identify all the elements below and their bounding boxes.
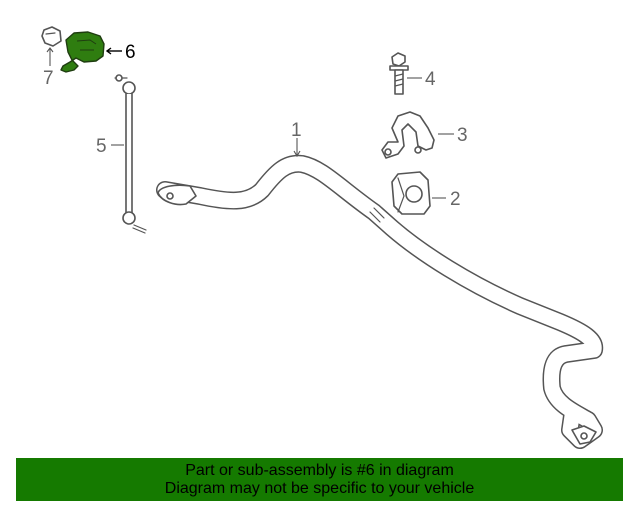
- banner-line-1: Part or sub-assembly is #6 in diagram: [185, 461, 454, 479]
- callout-5: 5: [96, 136, 107, 157]
- callout-2: 2: [450, 189, 461, 210]
- leader-1-arrow: [293, 150, 301, 158]
- callout-7: 7: [43, 68, 54, 89]
- leader-7-arrow: [46, 47, 54, 53]
- part-7-cap[interactable]: [41, 26, 62, 47]
- info-banner: Part or sub-assembly is #6 in diagram Di…: [16, 458, 623, 501]
- callout-3: 3: [457, 125, 468, 146]
- leader-6-arrow: [105, 47, 112, 55]
- callout-6: 6: [125, 42, 136, 63]
- part-3-clamp-bracket[interactable]: [381, 111, 435, 159]
- part-2-bushing[interactable]: [391, 171, 431, 215]
- callout-4: 4: [425, 69, 436, 90]
- leader-lines: [46, 47, 454, 199]
- parts-diagram: 1 2 3 4 5 6 7: [41, 26, 604, 449]
- part-6-highlighted[interactable]: [60, 31, 105, 73]
- part-5-stabilizer-link[interactable]: [114, 74, 147, 234]
- callout-1: 1: [291, 120, 302, 141]
- part-4-bolt[interactable]: [389, 52, 409, 95]
- part-1-stabilizer-bar[interactable]: [156, 154, 604, 449]
- banner-line-2: Diagram may not be specific to your vehi…: [164, 479, 475, 497]
